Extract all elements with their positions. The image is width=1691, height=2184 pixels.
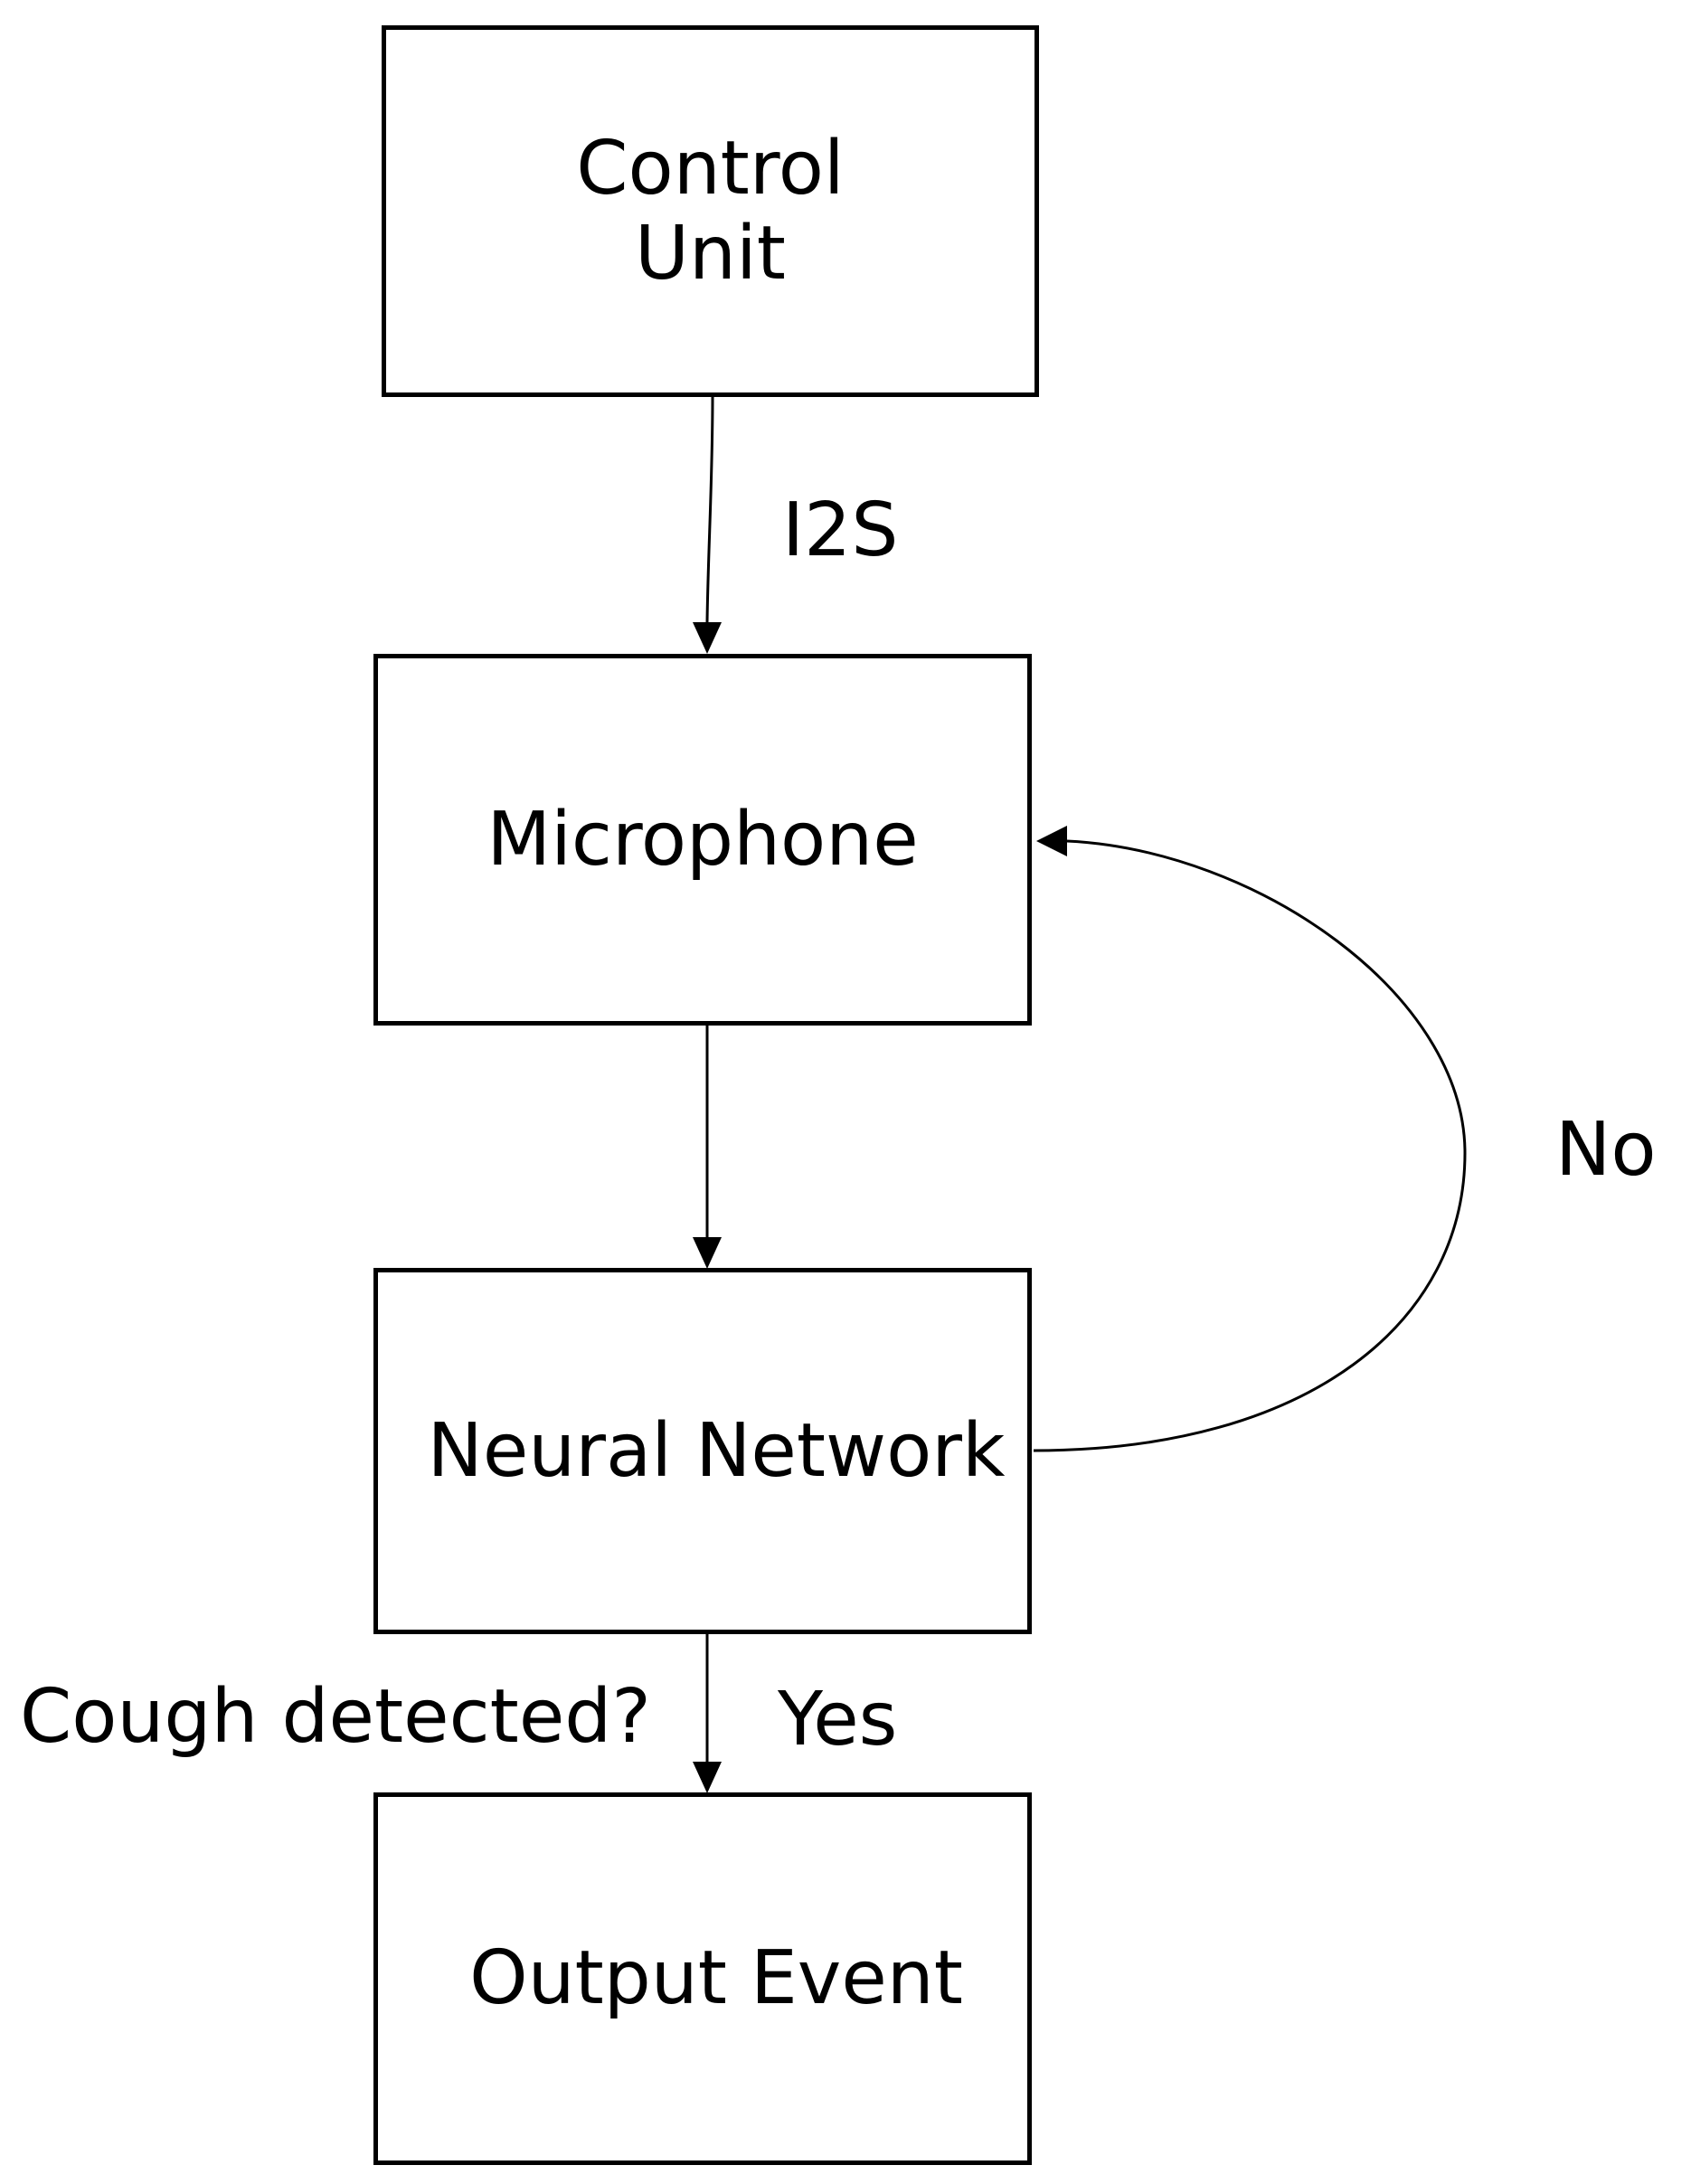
node-neural-network-label: Neural Network [427,1407,1006,1494]
edge-neural-network-to-output-event [693,1633,722,1793]
node-neural-network: Neural Network [373,1268,1032,1634]
node-microphone: Microphone [373,654,1032,1026]
decision-label: Cough detected? [20,1674,651,1760]
node-output-event: Output Event [373,1792,1032,2165]
edge-microphone-to-neural-network [693,1024,722,1269]
node-control-unit: Control Unit [382,25,1039,397]
edge-control-to-microphone [693,395,722,654]
edge-label-yes: Yes [778,1677,898,1763]
node-control-unit-line1: Control [576,125,845,212]
node-control-unit-line2: Unit [635,210,786,297]
node-microphone-label: Microphone [487,796,919,883]
node-output-event-label: Output Event [469,1935,963,2021]
edge-neural-network-to-microphone [1033,826,1467,1452]
edge-label-no: No [1555,1107,1657,1193]
edge-label-i2s: I2S [782,487,899,573]
